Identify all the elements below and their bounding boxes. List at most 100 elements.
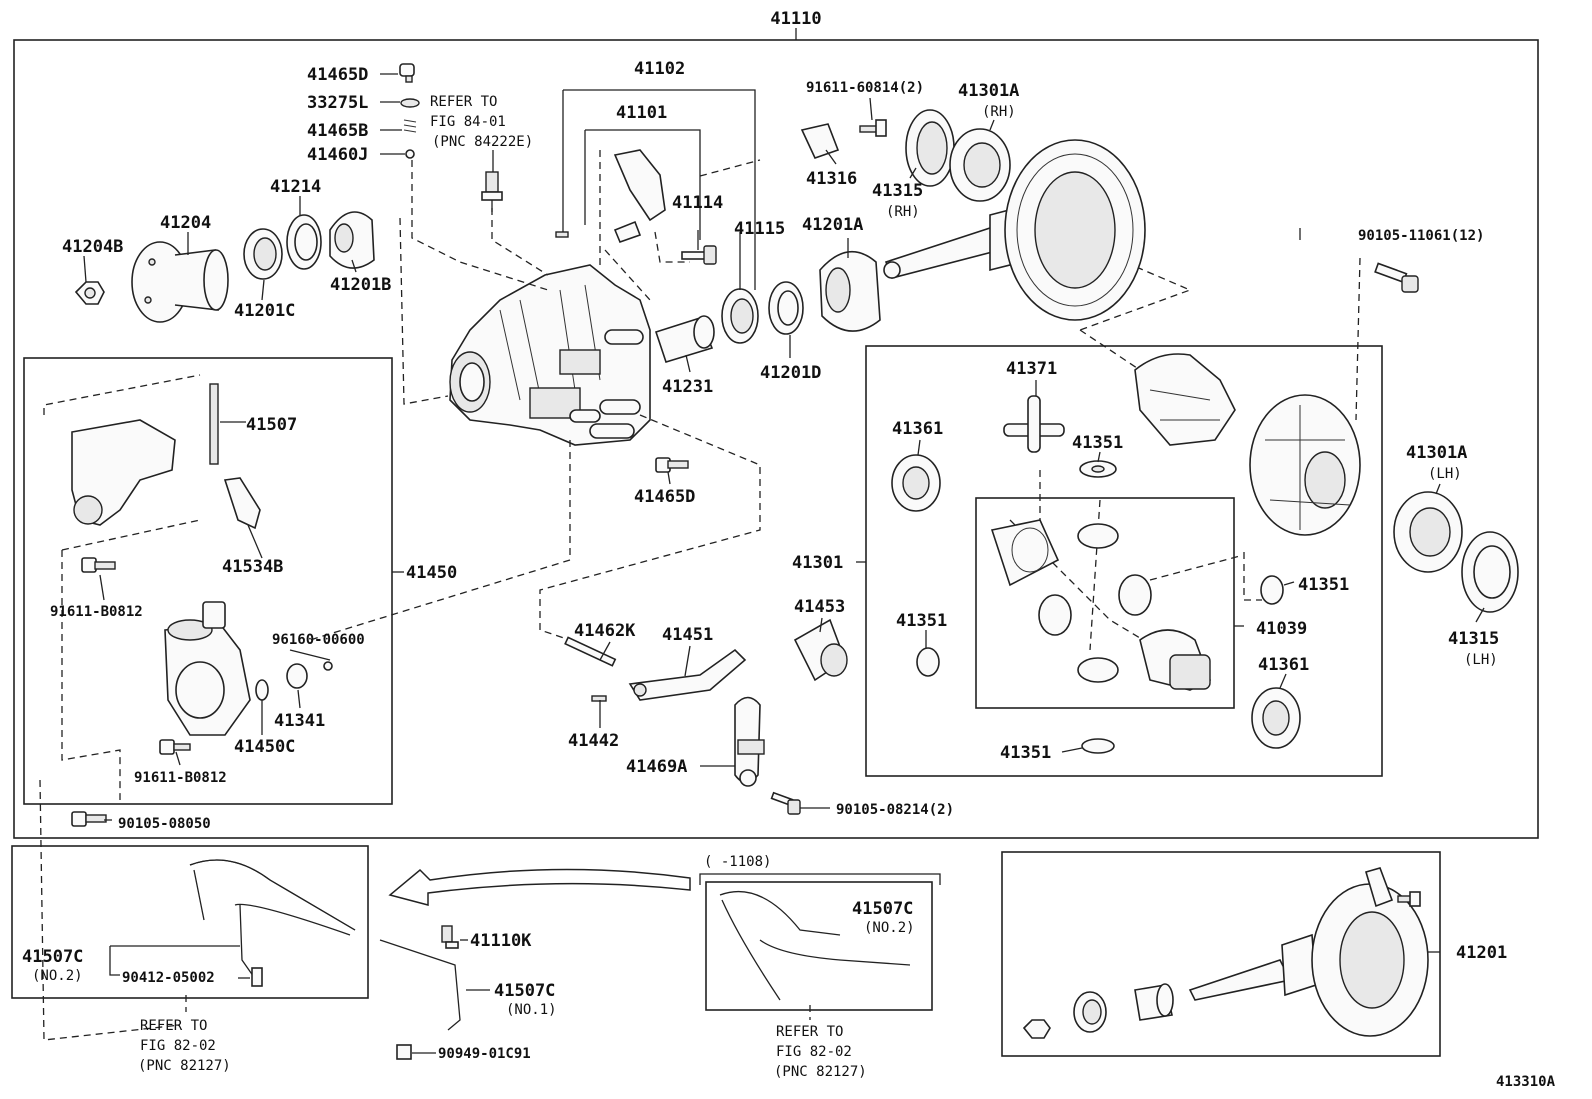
part-label-91611-60814: 91611-60814(2)	[806, 80, 924, 96]
part-label-41451: 41451	[662, 625, 713, 645]
part-label-41450: 41450	[406, 563, 457, 583]
part-label-90105-11061: 90105-11061(12)	[1358, 228, 1484, 244]
part-label-90949-01C91: 90949-01C91	[438, 1046, 531, 1062]
part-label-41214: 41214	[270, 177, 321, 197]
shift-linkage-group	[564, 457, 848, 815]
breather-pipe-parts	[379, 925, 461, 1060]
part-label-33275L: 33275L	[307, 93, 368, 113]
part-label-41231: 41231	[662, 377, 713, 397]
refer-note-84-line2: FIG 84-01	[430, 114, 506, 130]
qualifier-lh-a: (LH)	[1428, 466, 1462, 482]
part-label-41315-rh: 41315	[872, 181, 923, 201]
part-label-41114: 41114	[672, 193, 723, 213]
part-label-41316: 41316	[806, 169, 857, 189]
part-label-91611-B0812-b: 91611-B0812	[134, 770, 227, 786]
pinion-bearing-group	[654, 250, 881, 363]
ring-gear-bolt	[1374, 262, 1419, 293]
part-label-41534B: 41534B	[222, 557, 283, 577]
refer-note-82b-line3: (PNC 82127)	[774, 1064, 867, 1080]
part-label-90105-08214: 90105-08214(2)	[836, 802, 954, 818]
differential-carrier-housing	[449, 249, 651, 446]
part-label-41453: 41453	[794, 597, 845, 617]
part-label-41341: 41341	[274, 711, 325, 731]
refer-note-82b-line1: REFER TO	[776, 1024, 843, 1040]
side-and-pinion-gears	[990, 519, 1212, 691]
refer-note-82a-line3: (PNC 82127)	[138, 1058, 231, 1074]
part-label-41351-b: 41351	[896, 611, 947, 631]
rh-bearing-group	[800, 109, 1011, 202]
actuator-subassembly-frame	[23, 357, 393, 805]
qualifier-lh-b: (LH)	[1464, 652, 1498, 668]
part-label-41465B: 41465B	[307, 121, 368, 141]
part-label-41315-lh: 41315	[1448, 629, 1499, 649]
early-breather-inset-frame	[705, 881, 933, 1011]
actuator-components	[71, 383, 333, 827]
direction-arrow	[388, 868, 691, 906]
part-label-41507C-no2-inset: 41507C	[852, 899, 913, 919]
main-assembly-frame	[13, 39, 1539, 839]
differential-gear-kit-frame	[975, 497, 1235, 709]
differential-case-frame	[865, 345, 1383, 777]
ring-pinion-kit	[1022, 867, 1429, 1039]
early-breather-hose	[719, 891, 911, 1001]
part-label-41351-c: 41351	[1298, 575, 1349, 595]
part-label-41039: 41039	[1256, 619, 1307, 639]
qualifier-no2-left: (NO.2)	[32, 968, 83, 984]
part-label-41351-a: 41351	[1072, 433, 1123, 453]
part-label-41465D-top: 41465D	[307, 65, 368, 85]
pinion-shaft-cross	[891, 395, 1301, 754]
part-number-labels: 41110 41465D 33275L 41465B 41460J REFER …	[22, 9, 1556, 1090]
part-label-91611-B0812-a: 91611-B0812	[50, 604, 143, 620]
inset-applicability-range: ( -1108)	[704, 854, 771, 870]
part-label-41442: 41442	[568, 731, 619, 751]
refer-note-82b-line2: FIG 82-02	[776, 1044, 852, 1060]
part-label-41201A: 41201A	[802, 215, 863, 235]
companion-flange-group	[74, 211, 375, 323]
refer-note-84-line3: (PNC 84222E)	[432, 134, 533, 150]
part-label-41351-d: 41351	[1000, 743, 1051, 763]
part-label-41101: 41101	[616, 103, 667, 123]
breather-hose	[189, 859, 356, 987]
part-label-41110K: 41110K	[470, 931, 532, 951]
part-label-41507: 41507	[246, 415, 297, 435]
ring-gear-and-pinion	[883, 139, 1146, 321]
part-label-41201: 41201	[1456, 943, 1507, 963]
part-label-41361-b: 41361	[1258, 655, 1309, 675]
part-label-41115: 41115	[734, 219, 785, 239]
differential-case	[1134, 353, 1361, 536]
part-label-41201D: 41201D	[760, 363, 821, 383]
part-label-41201C: 41201C	[234, 301, 295, 321]
part-label-41301A-lh: 41301A	[1406, 443, 1467, 463]
breather-plug-group	[399, 63, 503, 212]
figure-code: 413310A	[1496, 1074, 1556, 1090]
qualifier-rh-a: (RH)	[982, 104, 1016, 120]
part-label-41507C-no1: 41507C	[494, 981, 555, 1001]
leader-lines	[83, 73, 1485, 1054]
refer-note-84-line1: REFER TO	[430, 94, 497, 110]
assembly-number-label: 41110	[770, 9, 821, 29]
part-label-41460J: 41460J	[307, 145, 368, 165]
part-label-41465D-mid: 41465D	[634, 487, 695, 507]
part-label-41102: 41102	[634, 59, 685, 79]
breather-hose-frame	[11, 845, 369, 999]
part-label-90105-08050: 90105-08050	[118, 816, 211, 832]
shift-fork-group	[555, 89, 756, 290]
part-label-41507C-no2-left: 41507C	[22, 947, 83, 967]
part-label-41361-a: 41361	[892, 419, 943, 439]
refer-note-82a-line1: REFER TO	[140, 1018, 207, 1034]
part-label-41450C: 41450C	[234, 737, 295, 757]
part-label-41204B: 41204B	[62, 237, 123, 257]
part-label-90412-05002: 90412-05002	[122, 970, 215, 986]
qualifier-rh-b: (RH)	[886, 204, 920, 220]
refer-note-82a-line2: FIG 82-02	[140, 1038, 216, 1054]
qualifier-no1: (NO.1)	[506, 1002, 557, 1018]
part-label-96160-00600: 96160-00600	[272, 632, 365, 648]
part-label-41301: 41301	[792, 553, 843, 573]
part-label-41201B: 41201B	[330, 275, 391, 295]
ring-pinion-kit-frame	[1001, 851, 1441, 1057]
part-label-41469A: 41469A	[626, 757, 687, 777]
qualifier-no2-inset: (NO.2)	[864, 920, 915, 936]
part-label-41371: 41371	[1006, 359, 1057, 379]
part-label-41462K: 41462K	[574, 621, 636, 641]
